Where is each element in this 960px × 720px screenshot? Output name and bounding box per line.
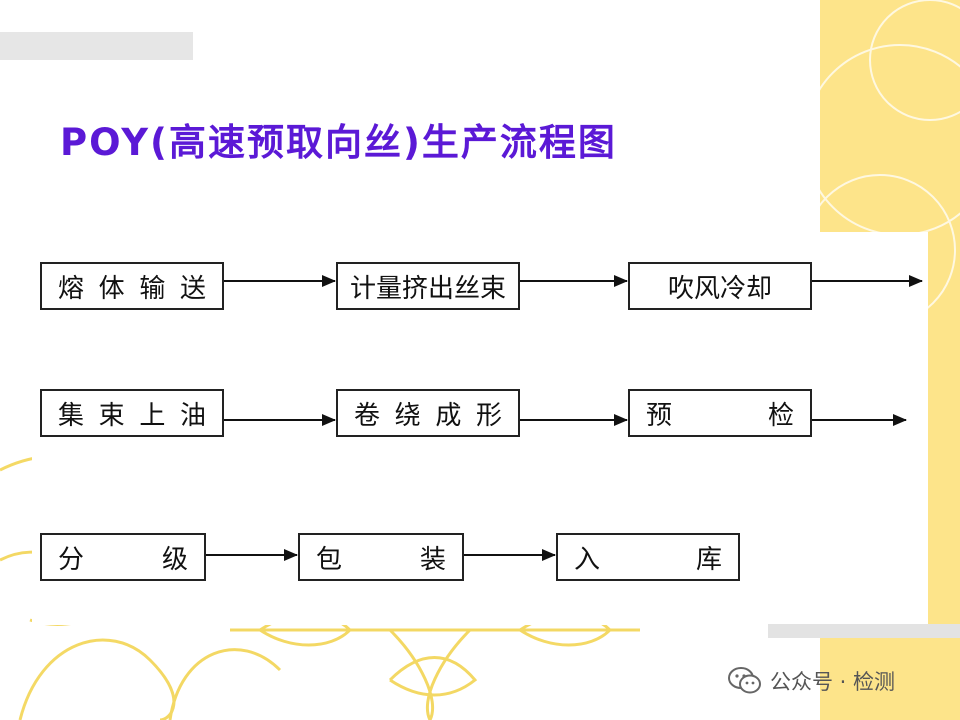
node-winding-forming: 卷 绕 成 形 — [336, 389, 520, 437]
decorative-strip-bottom — [768, 624, 960, 638]
diagram-title: POY(高速预取向丝)生产流程图 — [60, 121, 617, 164]
node-blow-cooling: 吹风冷却 — [628, 262, 812, 310]
node-pre-inspection: 预 检 — [628, 389, 812, 437]
node-grading: 分 级 — [40, 533, 206, 581]
node-metering-extrusion: 计量挤出丝束 — [336, 262, 520, 310]
decorative-strip-top — [0, 32, 193, 60]
node-bundling-oiling: 集 束 上 油 — [40, 389, 224, 437]
node-packaging: 包 装 — [298, 533, 464, 581]
node-storage: 入 库 — [556, 533, 740, 581]
watermark-text: 公众号 · 检测 — [770, 670, 896, 694]
wechat-icon — [728, 667, 761, 694]
watermark: 公众号 · 检测 — [728, 666, 895, 696]
node-melt-transport: 熔 体 输 送 — [40, 262, 224, 310]
